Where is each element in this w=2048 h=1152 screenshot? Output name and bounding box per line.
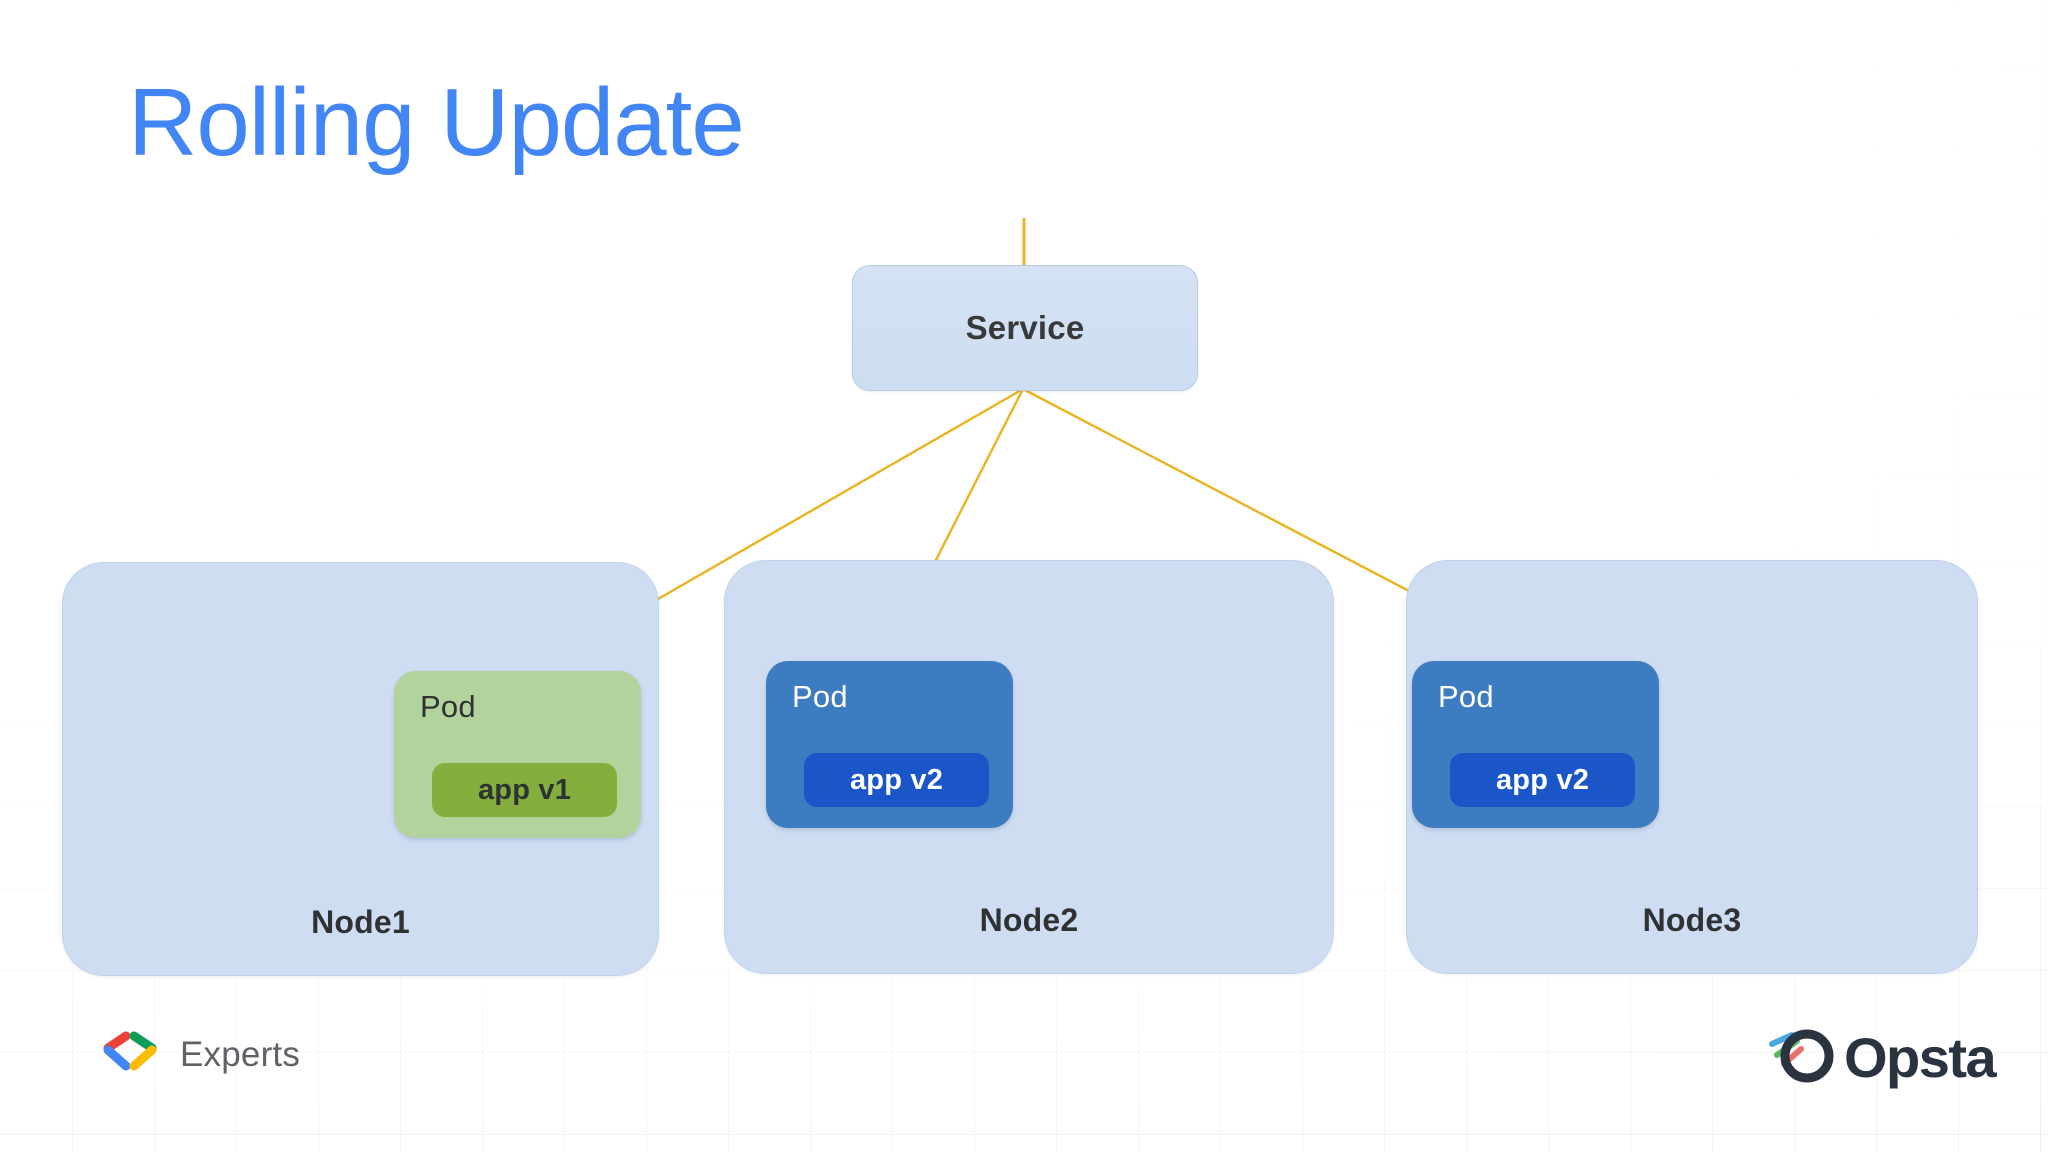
node-label-2: Node2 <box>979 902 1079 938</box>
gde-label: Experts <box>180 1034 301 1074</box>
google-developer-experts-icon <box>100 1030 164 1079</box>
page-title: Rolling Update <box>128 69 745 176</box>
opsta-icon <box>1766 1022 1840 1093</box>
service-label: Service <box>965 309 1085 346</box>
gde-logo: Experts <box>100 1030 300 1079</box>
pod-title-node3: Pod <box>1438 679 1494 714</box>
node-card-2[interactable]: Pod app v2 Node2 <box>724 560 1334 974</box>
pod-title-node2: Pod <box>792 679 848 714</box>
pod-node3[interactable]: Pod app v2 <box>1412 661 1659 828</box>
pod-title-node1: Pod <box>420 689 476 724</box>
node-label-3: Node3 <box>1642 902 1742 938</box>
app-badge-node1: app v1 <box>432 763 617 817</box>
node-card-3[interactable]: Pod app v2 Node3 <box>1406 560 1978 974</box>
pod-node1[interactable]: Pod app v1 <box>394 671 641 838</box>
pod-node2[interactable]: Pod app v2 <box>766 661 1013 828</box>
node-card-1[interactable]: Pod app v1 Node1 <box>62 562 659 976</box>
node-label-1: Node1 <box>311 904 410 940</box>
app-badge-node3: app v2 <box>1450 753 1635 807</box>
opsta-logo: Opsta <box>1766 1022 1997 1093</box>
opsta-label: Opsta <box>1844 1025 1997 1089</box>
service-node[interactable]: Service <box>852 265 1198 391</box>
app-badge-node2: app v2 <box>804 753 989 807</box>
